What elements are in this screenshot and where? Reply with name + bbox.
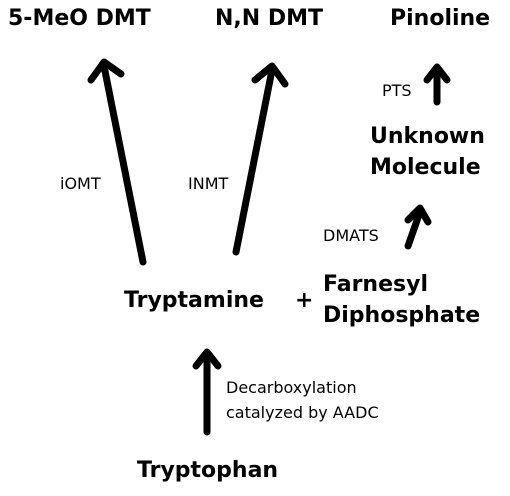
node-unknown-molecule-line2: Molecule xyxy=(370,154,481,180)
node-5-meo-dmt: 5-MeO DMT xyxy=(8,6,151,31)
node-farnesyl-line2: Diphosphate xyxy=(323,302,481,328)
node-pinoline: Pinoline xyxy=(390,6,491,31)
plus-sign: + xyxy=(295,288,314,313)
node-farnesyl-line1: Farnesyl xyxy=(323,272,428,297)
enzyme-label-dmats: DMATS xyxy=(323,226,379,245)
enzyme-label-iomt: iOMT xyxy=(60,174,101,193)
arrow-to-unknown-molecule xyxy=(404,204,432,250)
node-unknown-molecule: Unknown Molecule xyxy=(370,122,485,184)
node-tryptamine: Tryptamine xyxy=(124,288,264,313)
arrow-to-nn-dmt xyxy=(232,62,289,256)
node-nn-dmt: N,N DMT xyxy=(215,6,324,31)
decarboxylation-line1: Decarboxylation xyxy=(226,378,357,397)
arrow-to-5-meo-dmt xyxy=(87,58,147,266)
arrow-to-tryptamine xyxy=(192,348,222,436)
node-unknown-molecule-line1: Unknown xyxy=(370,124,485,149)
enzyme-label-inmt: INMT xyxy=(188,174,229,193)
arrow-to-pinoline xyxy=(423,63,451,106)
enzyme-label-decarboxylation: Decarboxylation catalyzed by AADC xyxy=(226,376,379,426)
node-farnesyl-diphosphate: Farnesyl Diphosphate xyxy=(323,270,480,332)
node-tryptophan: Tryptophan xyxy=(137,458,279,483)
decarboxylation-line2: catalyzed by AADC xyxy=(226,402,379,422)
enzyme-label-pts: PTS xyxy=(382,81,412,100)
